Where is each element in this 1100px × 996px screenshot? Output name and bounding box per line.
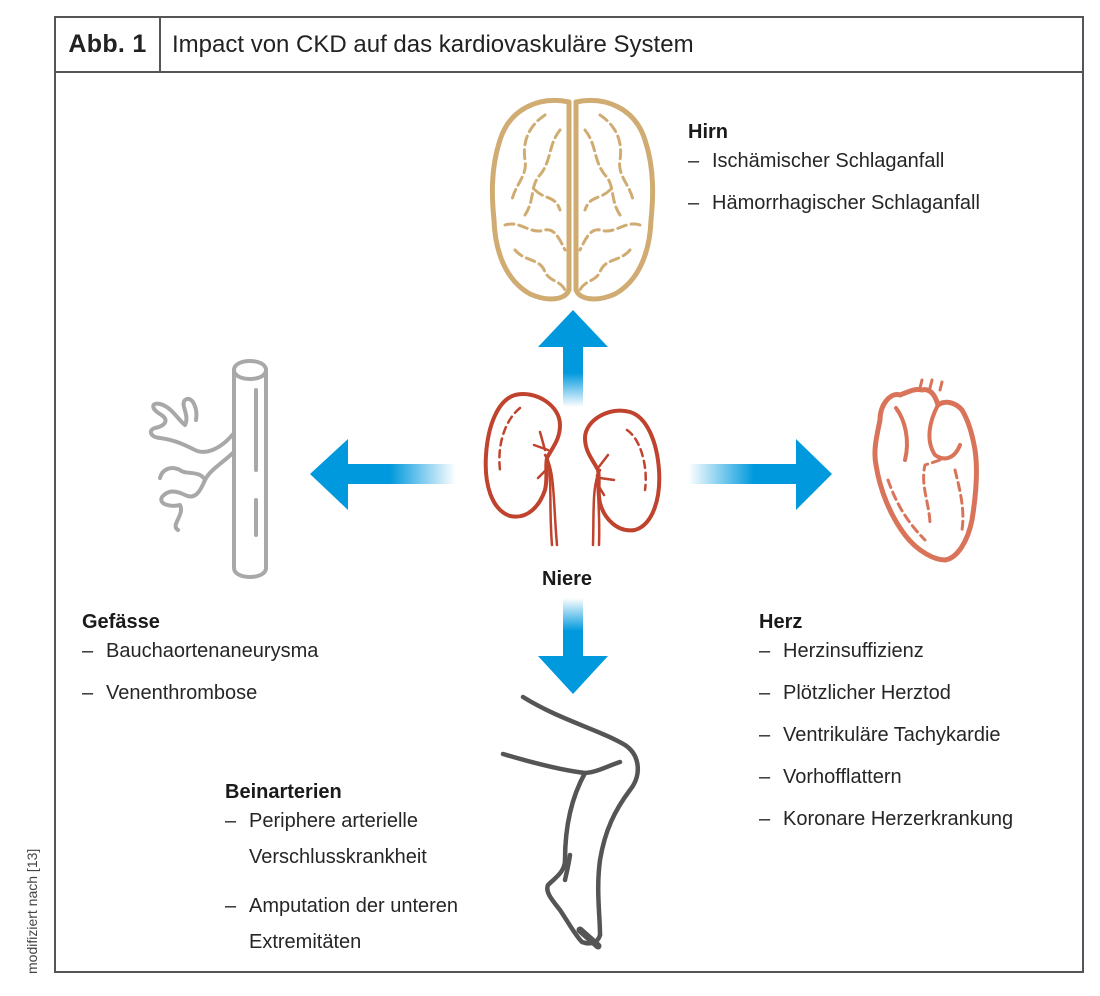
figure-header: Abb. 1 Impact von CKD auf das kardiovask… (56, 18, 1082, 73)
vessels-heading: Gefässe (82, 611, 160, 633)
list-item: –Koronare Herzerkrankung (759, 808, 1014, 830)
figure-frame: Abb. 1 Impact von CKD auf das kardiovask… (54, 16, 1084, 973)
heart-heading: Herz (759, 611, 803, 633)
list-item: –Herzinsuffizienz (759, 640, 924, 662)
list-item: –Plötzlicher Herztod (759, 682, 951, 704)
list-item: –Amputation der unteren Extremitäten (225, 895, 459, 953)
legs-heading: Beinarterien (225, 781, 342, 803)
kidney-label: Niere (542, 568, 593, 590)
list-item: –Hämorrhagischer Schlaganfall (688, 192, 980, 214)
figure-label: Abb. 1 (56, 18, 161, 71)
list-item: –Ventrikuläre Tachykardie (759, 724, 1001, 746)
legs-block: Beinarterien –Periphere arterielle Versc… (225, 782, 458, 981)
heart-block: Herz –Herzinsuffizienz –Plötzlicher Herz… (759, 612, 1013, 851)
brain-icon (489, 98, 656, 302)
blood-vessel-icon (148, 359, 268, 579)
leg-icon (500, 694, 640, 950)
list-item: –Vorhofflattern (759, 766, 902, 788)
arrow-up-icon (538, 310, 608, 407)
brain-block: Hirn –Ischämischer Schlaganfall –Hämorrh… (688, 122, 980, 235)
arrow-left-icon (310, 439, 456, 510)
list-item: –Bauchaortenaneurysma (82, 640, 319, 662)
source-credit: modifiziert nach [13] (24, 848, 40, 974)
list-item: –Periphere arterielle Verschlusskrankhei… (225, 810, 427, 868)
figure-title: Impact von CKD auf das kardiovaskuläre S… (172, 30, 694, 58)
arrow-down-icon (538, 598, 608, 694)
list-item: –Venenthrombose (82, 682, 258, 704)
vessels-block: Gefässe –Bauchaortenaneurysma –Venenthro… (82, 612, 318, 725)
brain-heading: Hirn (688, 121, 728, 143)
heart-icon (872, 378, 979, 563)
list-item: –Ischämischer Schlaganfall (688, 150, 945, 172)
kidney-icon (483, 392, 662, 547)
arrow-right-icon (688, 439, 832, 510)
